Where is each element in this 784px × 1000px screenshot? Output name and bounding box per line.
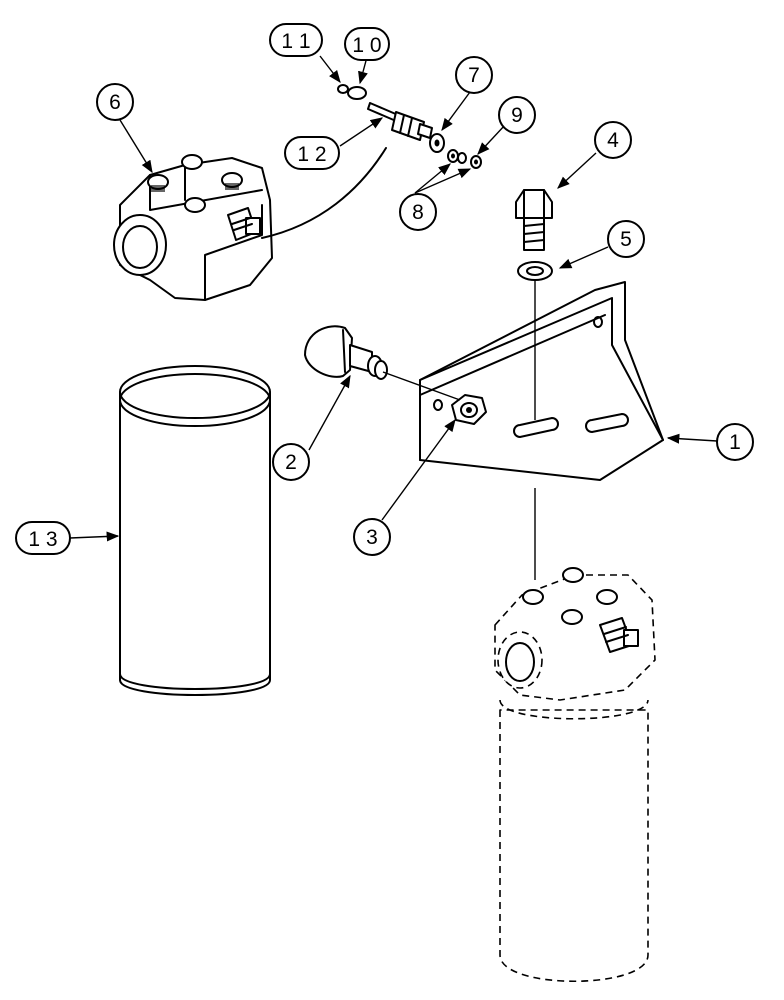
callout-3: 3 — [353, 518, 391, 556]
svg-text:2: 2 — [285, 451, 297, 474]
nut-part-3 — [451, 394, 487, 425]
callout-5: 5 — [607, 220, 645, 258]
callout-8: 8 — [399, 193, 437, 231]
bolt-part-4 — [515, 189, 553, 251]
washer-part-5 — [517, 261, 553, 281]
callout-13: 1 3 — [15, 521, 71, 555]
svg-text:1 2: 1 2 — [297, 143, 326, 166]
callout-7: 7 — [455, 56, 493, 94]
svg-text:1 3: 1 3 — [28, 528, 57, 551]
callout-10: 1 0 — [344, 27, 390, 61]
callout-11: 1 1 — [269, 23, 323, 57]
callout-4: 4 — [594, 121, 632, 159]
svg-text:3: 3 — [366, 526, 378, 549]
o-rings-part-10-11 — [337, 84, 367, 100]
filter-head-part-6 — [113, 147, 387, 301]
svg-text:6: 6 — [109, 91, 121, 114]
svg-text:1: 1 — [729, 431, 741, 454]
svg-text:1 0: 1 0 — [352, 34, 381, 57]
callout-6: 6 — [96, 83, 134, 121]
reference-filter-assembly — [494, 567, 656, 982]
washers-nuts-part-7-8-9 — [429, 133, 482, 169]
svg-text:4: 4 — [607, 129, 619, 152]
svg-text:5: 5 — [620, 228, 632, 251]
svg-text:1 1: 1 1 — [281, 30, 310, 53]
callout-1: 1 — [716, 423, 754, 461]
svg-text:9: 9 — [511, 104, 523, 127]
filter-element-part-13 — [119, 365, 271, 696]
callout-2: 2 — [272, 443, 310, 481]
assembly-lines — [382, 280, 536, 580]
svg-text:7: 7 — [468, 64, 480, 87]
carriage-bolt-part-2 — [304, 325, 388, 380]
pressure-switch-part-12 — [367, 102, 433, 141]
leader-lines — [69, 55, 718, 542]
svg-text:8: 8 — [412, 201, 424, 224]
callout-12: 1 2 — [284, 136, 340, 170]
bracket-part-1 — [419, 281, 664, 481]
callout-9: 9 — [498, 96, 536, 134]
